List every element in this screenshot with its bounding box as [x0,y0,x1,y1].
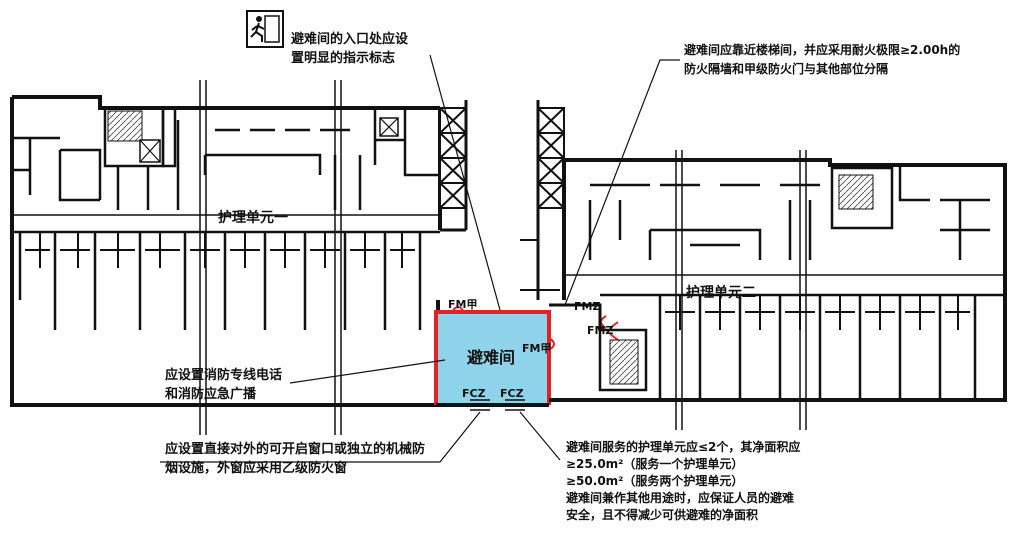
right-wing [549,158,1007,402]
note-sign: 避难间的入口处应设 置明显的指示标志 [291,30,408,68]
door-label-fm-a: FM甲 [448,298,477,311]
note-phone-line1: 应设置消防专线电话 [165,368,283,383]
note-phone: 应设置消防专线电话 和消防应急广播 [165,366,282,404]
refuge-room [434,310,551,407]
note-area-line3: ≥50.0m²（服务两个护理单元） [566,474,744,488]
note-area-line2: ≥25.0m²（服务一个护理单元） [566,457,744,471]
door-label-fm-b: FM甲 [522,342,551,355]
elevator-core-right [537,107,565,209]
note-wall-line1: 避难间应靠近楼梯间，并应采用耐火极限≥2.00h的 [684,43,961,57]
elevator-core-left [439,107,467,209]
leader-lines [160,54,680,463]
door-label-fm-c: FMZ [574,300,600,313]
room-label-unit-two: 护理单元二 [686,284,756,301]
note-area-line1: 避难间服务的护理单元应≤2个，其净面积应 [566,440,801,454]
note-area: 避难间服务的护理单元应≤2个，其净面积应 ≥25.0m²（服务一个护理单元） ≥… [566,439,800,524]
note-wall-line2: 防火隔墙和甲级防火门与其他部位分隔 [684,62,889,76]
note-window: 应设置直接对外的可开启窗口或独立的机械防 烟设施，外窗应采用乙级防火窗 [165,440,425,478]
left-stair [107,110,399,163]
room-label-unit-one: 护理单元一 [218,209,288,226]
note-sign-line1: 避难间的入口处应设 [291,32,409,47]
core-walls [440,100,560,300]
window-label-fc-b: FCZ [500,387,524,400]
note-area-line5: 安全，且不得减少可供避难的净面积 [566,508,759,522]
left-wing-interior [12,106,440,330]
window-label-fc-a: FCZ [462,387,486,400]
note-sign-line2: 置明显的指示标志 [291,51,396,66]
refuge-windows [470,399,525,411]
emergency-exit-icon [246,10,284,48]
note-window-line1: 应设置直接对外的可开启窗口或独立的机械防 [165,442,426,457]
right-stair-core [549,303,648,392]
room-label-refuge: 避难间 [467,348,515,367]
note-phone-line2: 和消防应急广播 [165,387,257,402]
note-window-line2: 烟设施，外窗应采用乙级防火窗 [165,461,348,476]
note-wall: 避难间应靠近楼梯间，并应采用耐火极限≥2.00h的 防火隔墙和甲级防火门与其他部… [684,41,960,79]
right-wing-interior [564,165,1005,400]
door-label-fm-d: FMZ [587,324,613,337]
note-area-line4: 避难间兼作其他用途时，应保证人员的避难 [566,491,795,505]
